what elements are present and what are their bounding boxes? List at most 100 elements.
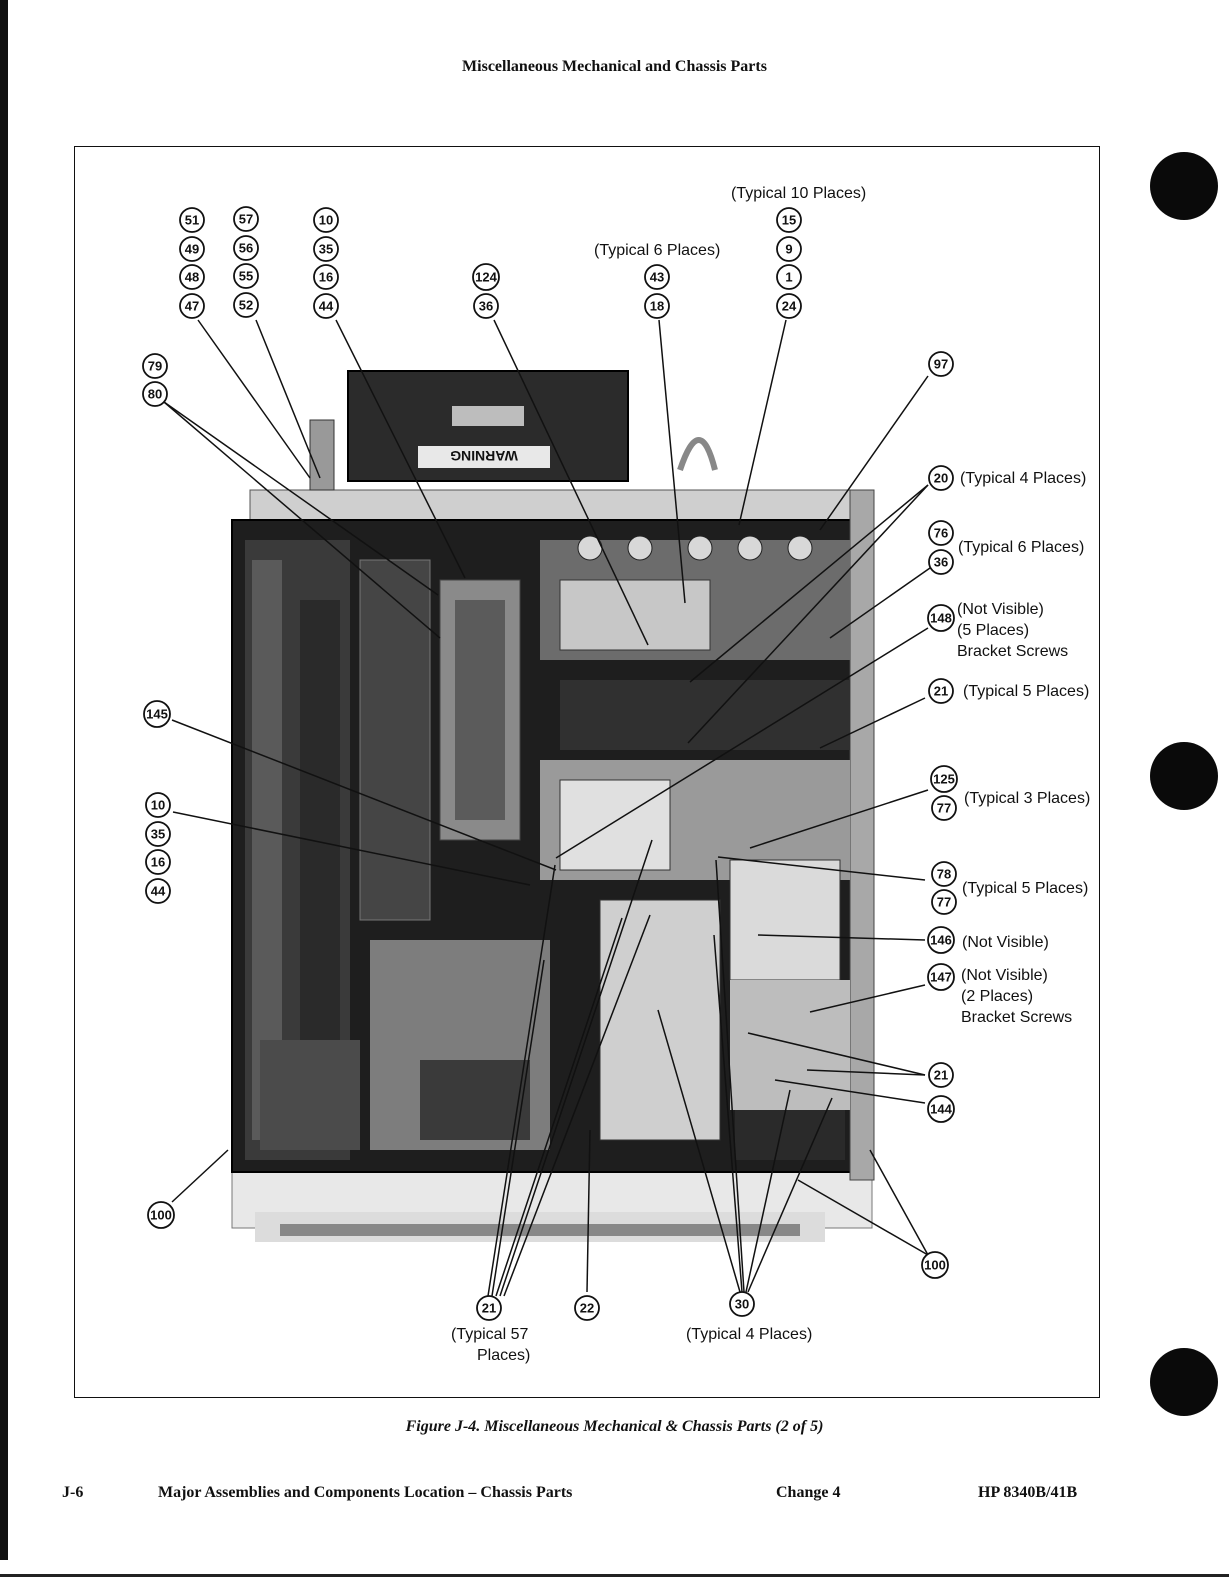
callout-78: 78 (931, 861, 957, 887)
callout-circle (776, 236, 802, 262)
callouts-layer: 5149484757565552103516441243643181591247… (142, 206, 958, 1321)
callout-number: 21 (934, 1068, 948, 1083)
callout-circle (313, 264, 339, 290)
callout-circle (233, 206, 259, 232)
callout-circle (145, 878, 171, 904)
callout-number: 1 (785, 270, 792, 285)
callout-number: 100 (924, 1258, 946, 1273)
callout-number: 97 (934, 357, 948, 372)
callout-9: 9 (776, 236, 802, 262)
callout-circle (776, 264, 802, 290)
footer-page-number: J-6 (62, 1484, 84, 1501)
callout-circle (476, 1295, 502, 1321)
callout-1: 1 (776, 264, 802, 290)
figure-note: (Typical 10 Places) (731, 185, 866, 202)
callout-16: 16 (145, 849, 171, 875)
callout-57: 57 (233, 206, 259, 232)
figure-caption: Figure J-4. Miscellaneous Mechanical & C… (405, 1418, 824, 1435)
callout-number: 146 (930, 933, 952, 948)
callout-circle (143, 700, 171, 728)
callout-circle (931, 795, 957, 821)
callout-number: 44 (151, 884, 166, 899)
binder-hole-top (1150, 152, 1218, 220)
callout-35: 35 (145, 821, 171, 847)
figure-note: (Typical 3 Places) (964, 790, 1090, 807)
callout-number: 35 (319, 242, 333, 257)
callout-circle (472, 263, 500, 291)
callout-number: 24 (782, 299, 797, 314)
callout-circle (928, 549, 954, 575)
callout-16: 16 (313, 264, 339, 290)
callout-number: 44 (319, 299, 334, 314)
callout-20: 20 (928, 465, 954, 491)
callout-number: 36 (479, 299, 493, 314)
callout-30: 30 (729, 1291, 755, 1317)
callout-10: 10 (145, 792, 171, 818)
callout-36: 36 (473, 293, 499, 319)
page-edge-bottom (0, 1574, 1229, 1577)
callout-number: 48 (185, 270, 199, 285)
callout-circle (179, 293, 205, 319)
figure-note: (Typical 4 Places) (960, 470, 1086, 487)
callout-number: 18 (650, 299, 664, 314)
callout-79: 79 (142, 353, 168, 379)
callout-number: 22 (580, 1301, 594, 1316)
callout-circle (313, 207, 339, 233)
notes-layer: (Typical 10 Places)(Typical 6 Places)(Ty… (451, 185, 1090, 1364)
callout-125: 125 (930, 765, 958, 793)
callout-number: 79 (148, 359, 162, 374)
callout-number: 124 (475, 270, 497, 285)
callout-number: 21 (934, 684, 948, 699)
figure-note: (Typical 4 Places) (686, 1326, 812, 1343)
callout-15: 15 (776, 207, 802, 233)
callout-number: 55 (239, 269, 253, 284)
callout-number: 51 (185, 213, 199, 228)
figure-note: (Not Visible)(5 Places)Bracket Screws (957, 601, 1068, 660)
callout-number: 77 (937, 895, 951, 910)
figure-note: (Not Visible) (962, 934, 1049, 951)
callout-circle (142, 381, 168, 407)
callout-number: 43 (650, 270, 664, 285)
callout-number: 47 (185, 299, 199, 314)
callout-circle (927, 604, 955, 632)
callout-circle (927, 963, 955, 991)
callout-21: 21 (928, 1062, 954, 1088)
callout-circle (233, 263, 259, 289)
callout-circle (928, 520, 954, 546)
callout-circle (142, 353, 168, 379)
callout-number: 148 (930, 611, 952, 626)
figure-note: (Typical 5 Places) (963, 683, 1089, 700)
callout-number: 9 (785, 242, 792, 257)
callout-number: 56 (239, 241, 253, 256)
callout-circle (931, 861, 957, 887)
callout-47: 47 (179, 293, 205, 319)
callout-22: 22 (574, 1295, 600, 1321)
callout-76: 76 (928, 520, 954, 546)
callout-number: 100 (150, 1208, 172, 1223)
callout-44: 44 (313, 293, 339, 319)
callout-36: 36 (928, 549, 954, 575)
callout-number: 49 (185, 242, 199, 257)
callout-circle (233, 292, 259, 318)
callout-24: 24 (776, 293, 802, 319)
callout-circle (473, 293, 499, 319)
footer-change: Change 4 (776, 1484, 841, 1501)
callout-145: 145 (143, 700, 171, 728)
callout-21: 21 (476, 1295, 502, 1321)
callout-number: 21 (482, 1301, 496, 1316)
callout-52: 52 (233, 292, 259, 318)
callout-circle (930, 765, 958, 793)
callout-51: 51 (179, 207, 205, 233)
callout-number: 10 (151, 798, 165, 813)
footer-section-title: Major Assemblies and Components Location… (158, 1484, 573, 1501)
callout-number: 10 (319, 213, 333, 228)
callout-circle (927, 1095, 955, 1123)
callout-97: 97 (928, 351, 954, 377)
callout-100: 100 (921, 1251, 949, 1279)
callout-number: 145 (146, 707, 168, 722)
callout-circle (644, 264, 670, 290)
callout-100: 100 (147, 1201, 175, 1229)
callout-77: 77 (931, 795, 957, 821)
